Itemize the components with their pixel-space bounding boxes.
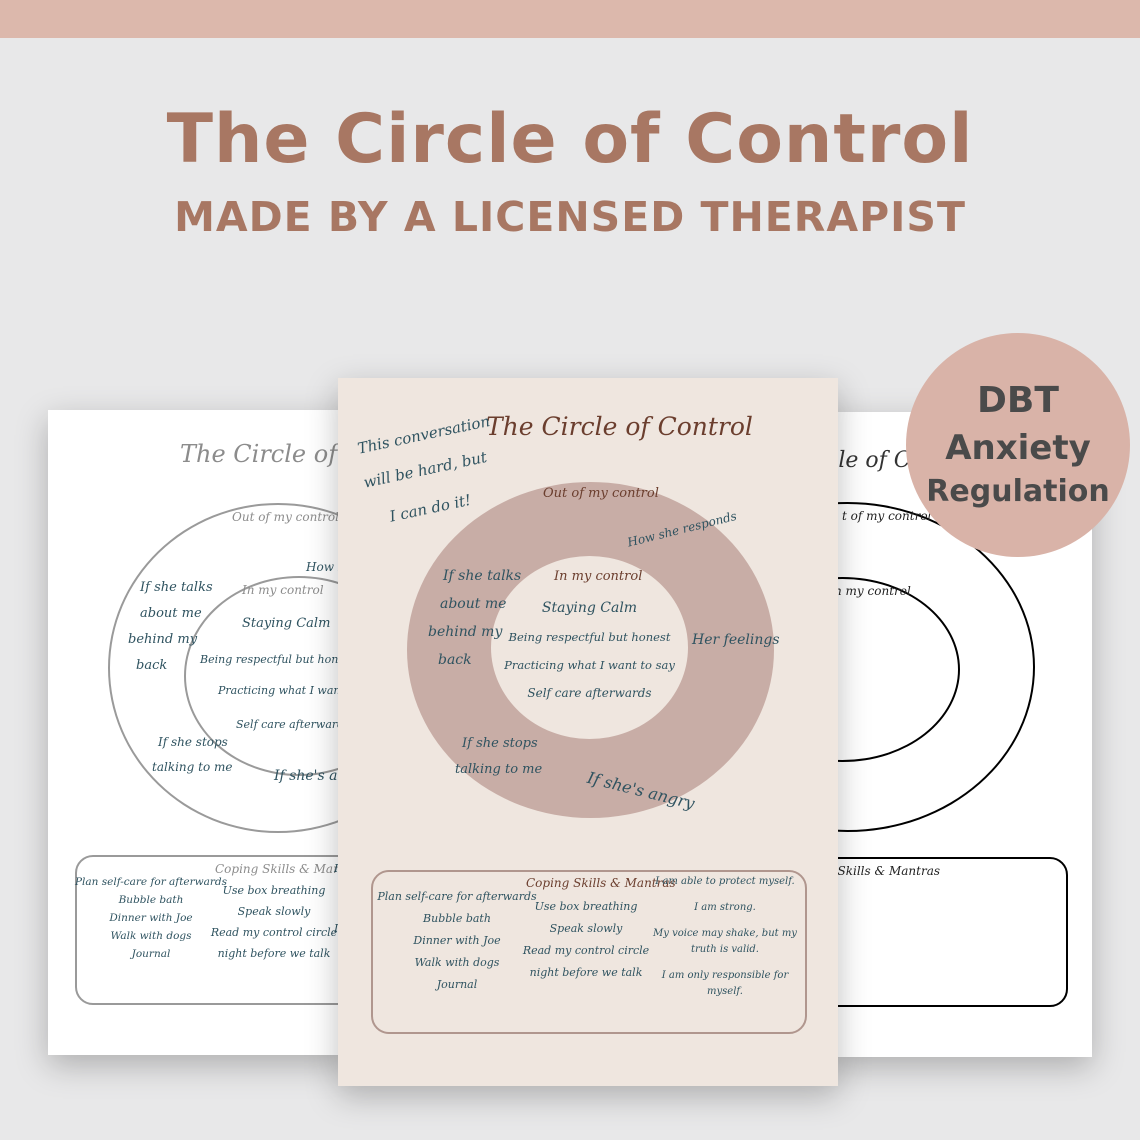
inner-label: In my control [554, 569, 643, 584]
coping-item: Journal [131, 948, 171, 960]
coping-item: Use box breathing [534, 900, 638, 913]
outer-label: t of my control [842, 509, 932, 523]
mantra-item: My voice may shake, but my [653, 928, 797, 939]
motivation-note: I can do it! [388, 490, 473, 526]
inner-item: Practicing what I want to say [504, 658, 675, 672]
mantra-item: truth is valid. [691, 944, 759, 955]
outer-label: Out of my control [232, 510, 339, 524]
coping-box [830, 857, 1068, 1007]
inner-item: Staying Calm [541, 600, 638, 616]
mantra-item: I am strong. [694, 902, 756, 913]
inner-item: Self care afterwards [236, 718, 348, 731]
coping-item: Read my control circle [522, 944, 650, 957]
coping-box [75, 855, 348, 1005]
coping-item: Bubble bath [118, 894, 184, 906]
outer-item: behind my [128, 632, 198, 647]
coping-item: Read my control circle [210, 926, 338, 939]
inner-circle [491, 556, 688, 739]
sheet-title: cle of C [830, 448, 911, 473]
dbt-badge: DBT Anxiety Regulation [906, 333, 1130, 557]
coping-column: Use box breathing Speak slowly Read my c… [210, 884, 338, 960]
inner-item: Self care afterwards [527, 686, 652, 700]
coping-item: Walk with dogs [110, 930, 192, 942]
badge-line: Anxiety [945, 428, 1091, 468]
mantra-item: I am only responsible for [661, 970, 789, 981]
outer-label: Out of my control [543, 486, 659, 501]
coping-column: Plan self-care for afterwards Bubble bat… [75, 876, 227, 960]
inner-item: Being respectful but honest [200, 653, 348, 666]
edge-mark: I [334, 922, 339, 935]
page-title: The Circle of Control [166, 100, 974, 179]
mantra-item: I am able to protect myself. [655, 876, 795, 887]
coping-column: I am able to protect myself. I am strong… [650, 876, 800, 997]
coping-title: Coping Skills & Mantras [215, 862, 348, 876]
inner-label: In my control [242, 583, 324, 597]
sheet-title: The Circle of Con [180, 440, 348, 468]
coping-title: Coping Skills & Mantras [526, 876, 676, 890]
edge-mark: I [334, 862, 339, 875]
page-subtitle: MADE BY A LICENSED THERAPIST [174, 193, 966, 241]
outer-item: about me [440, 596, 507, 612]
coping-item: Bubble bath [423, 912, 491, 925]
inner-label: n my control [834, 584, 911, 598]
badge-line: DBT [977, 380, 1059, 421]
outer-item: If she talks [140, 580, 213, 595]
outer-item: about me [140, 606, 202, 621]
outer-item: If she stops [462, 736, 538, 751]
preview-sheet-outline: The Circle of Con Out of my control In m… [48, 410, 348, 1055]
coping-item: Plan self-care for afterwards [377, 890, 537, 903]
coping-item: night before we talk [529, 966, 643, 979]
outer-item: If she stops [158, 735, 228, 749]
coping-box [371, 870, 807, 1034]
outer-item: talking to me [455, 762, 543, 777]
inner-item: Practicing what I want to s [218, 684, 348, 697]
motivation-note: will be hard, but [362, 447, 489, 492]
coping-item: Walk with dogs [414, 956, 500, 969]
outer-item: How sh [306, 560, 348, 574]
coping-item: night before we talk [217, 947, 331, 960]
coping-column: Plan self-care for afterwards Bubble bat… [377, 890, 536, 991]
badge-line: Regulation [926, 474, 1110, 509]
coping-item: Dinner with Joe [109, 912, 193, 924]
mantra-item: myself. [707, 986, 743, 997]
coping-item: Use box breathing [222, 884, 326, 897]
sheet-title: The Circle of Control [486, 412, 753, 441]
coping-title: g Skills & Mantras [830, 864, 941, 878]
coping-item: Plan self-care for afterwards [74, 876, 228, 888]
outer-item: back [136, 658, 168, 673]
outer-item: If she's ang [274, 768, 348, 784]
coping-column: Use box breathing Speak slowly Read my c… [522, 900, 650, 979]
inner-item-list: Staying Calm Being respectful but honest… [491, 600, 688, 700]
inner-item: Staying Calm [242, 616, 331, 631]
outer-item: Her feelings [692, 632, 780, 648]
top-accent-bar [0, 0, 1140, 38]
coping-item: Dinner with Joe [413, 934, 501, 947]
coping-item: Journal [436, 978, 478, 991]
preview-sheet-filled: The Circle of Control This conversation … [338, 378, 838, 1086]
inner-item: Being respectful but honest [508, 630, 671, 644]
outer-item: behind my [428, 624, 503, 640]
outer-item: If she talks [443, 568, 522, 584]
coping-item: Speak slowly [549, 922, 623, 935]
coping-item: Speak slowly [237, 905, 311, 918]
outer-item: back [438, 652, 472, 668]
outer-item: talking to me [152, 760, 233, 774]
